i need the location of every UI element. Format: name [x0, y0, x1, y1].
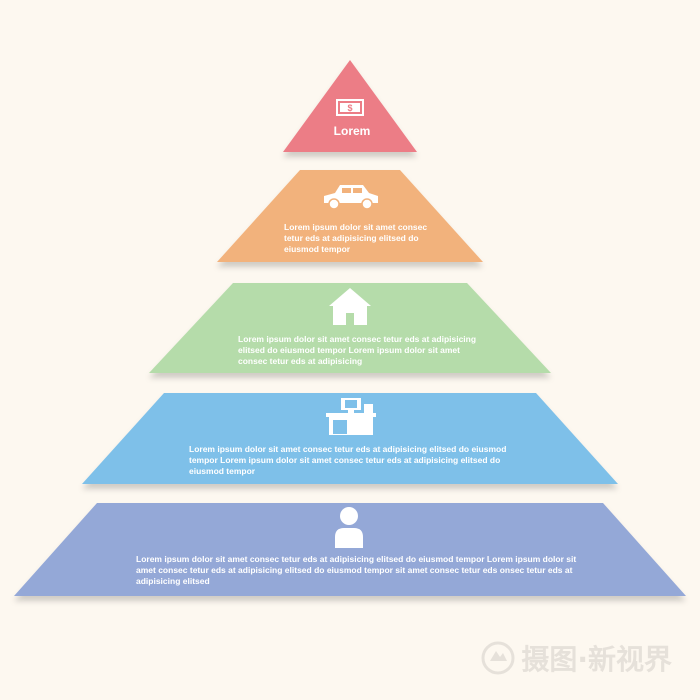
car-icon [324, 185, 378, 210]
tier-4-shape [82, 393, 618, 484]
tier-5-shape [14, 503, 686, 596]
watermark-logo-icon [481, 641, 515, 675]
svg-text:$: $ [347, 103, 352, 113]
watermark-text: 摄图·新视界 [521, 643, 672, 676]
person-icon [335, 507, 363, 548]
tier-5-text: Lorem ipsum dolor sit amet consec tetur … [136, 554, 577, 586]
tier-2-text: Lorem ipsum dolor sit amet consec tetur … [284, 222, 428, 254]
tier-3-shape [149, 283, 551, 373]
house-icon [329, 288, 371, 325]
desk-icon [326, 398, 376, 435]
tier-2-shape [217, 170, 483, 262]
tier-4-text: Lorem ipsum dolor sit amet consec tetur … [189, 444, 507, 476]
tier-3-text: Lorem ipsum dolor sit amet consec tetur … [238, 334, 477, 366]
tier-1-title: Lorem [333, 124, 371, 138]
money-icon: $ [336, 99, 364, 116]
watermark: 摄图·新视界 [481, 638, 672, 678]
